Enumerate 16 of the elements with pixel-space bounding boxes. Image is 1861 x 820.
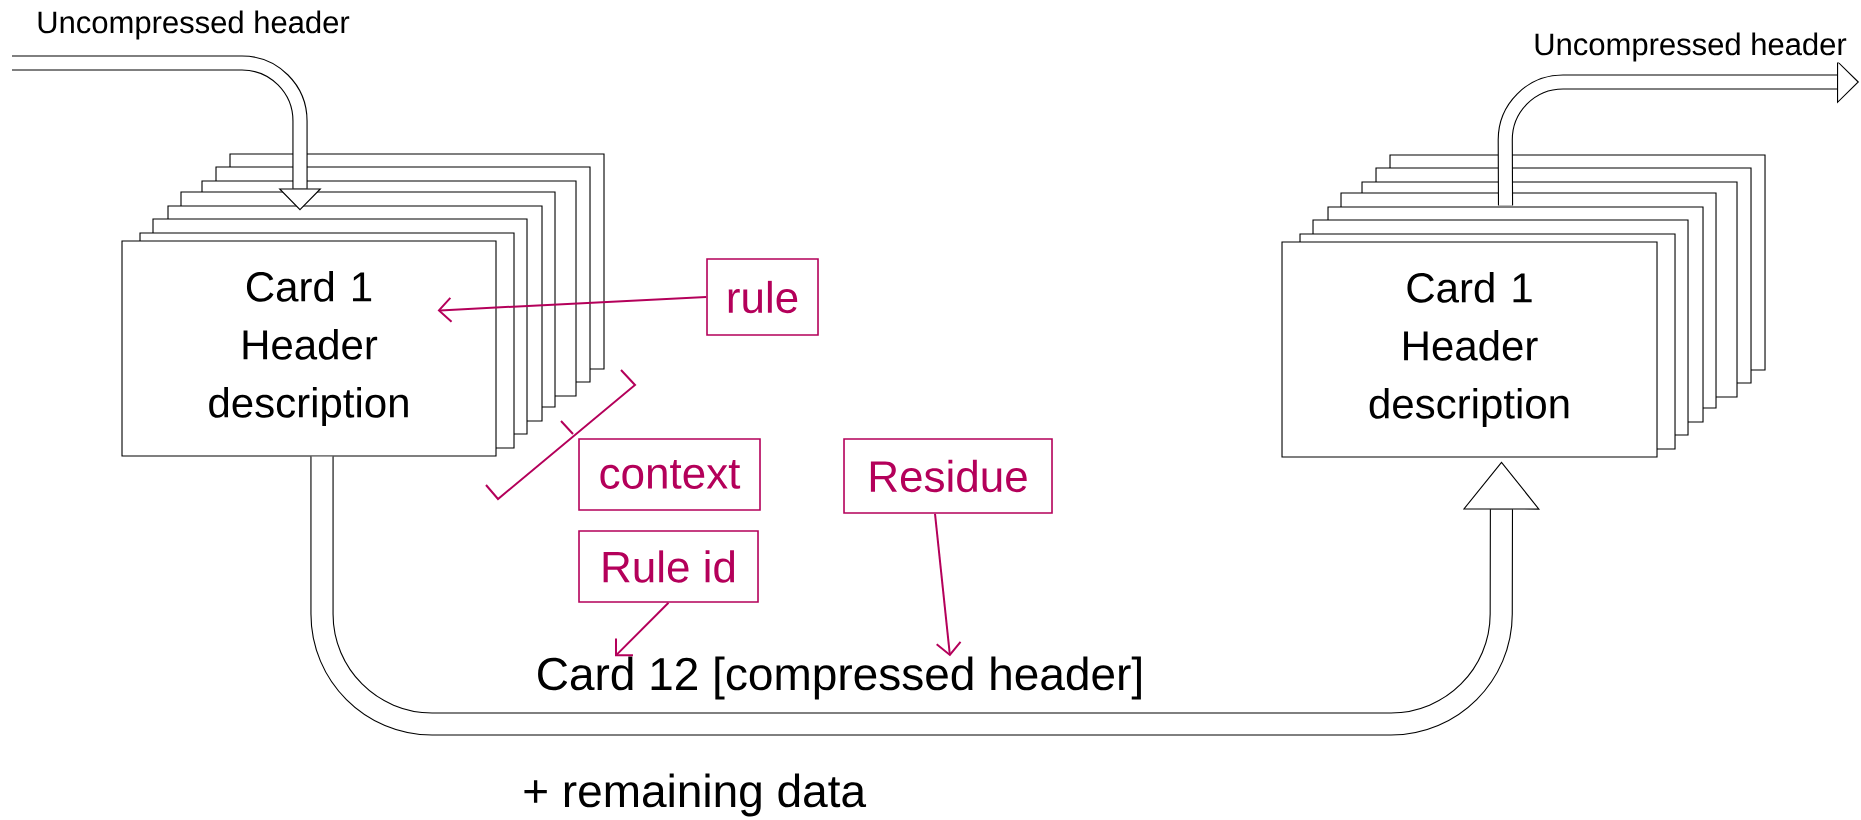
- edge-label: Uncompressed header: [35, 9, 351, 41]
- arrow: [615, 601, 670, 657]
- arrow: [934, 512, 962, 657]
- arrow: [437, 296, 708, 323]
- block-arrow: [12, 55, 322, 211]
- tag-box: Residue: [843, 438, 1053, 514]
- card-stack: Card 1 Header description: [121, 153, 605, 457]
- note-text: + remaining data: [524, 773, 867, 817]
- card-stack: Card 1 Header description: [1281, 154, 1766, 458]
- block-arrow: [1497, 60, 1859, 206]
- tag-box: Rule id: [578, 530, 759, 603]
- tag-box: rule: [706, 258, 819, 336]
- tag-box: context: [578, 438, 761, 511]
- node-label: description: [1369, 387, 1569, 428]
- caption-text: Card 12 [compressed header]: [538, 656, 1141, 700]
- edge-label: Uncompressed header: [1532, 31, 1848, 63]
